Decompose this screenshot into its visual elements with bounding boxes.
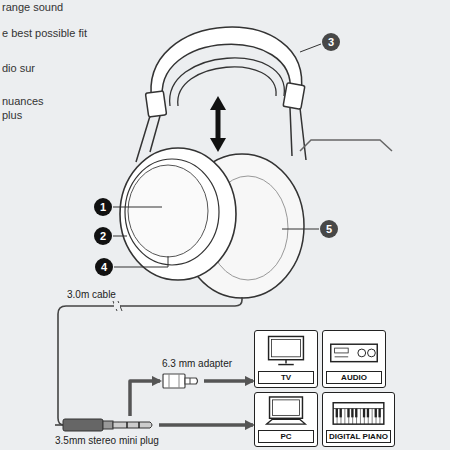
leader-line [113,207,162,208]
adapter: 6.3 mm adapter [162,358,232,390]
callout-number: 3 [322,33,340,51]
device-label: TV [281,373,291,382]
adapter-shape [162,372,200,390]
cut-off-text: e best possible fit [2,27,87,40]
adjust-arrow [210,138,226,152]
callout-number: 1 [94,198,112,216]
device-label-strip: AUDIO [326,371,382,384]
device-label-strip: PC [258,430,314,443]
leader-line [114,256,168,267]
device-label: PC [280,432,291,441]
headband-strap [178,67,276,106]
cut-off-text: nuances [2,95,44,108]
adjust-arrow [216,106,221,142]
adapter-label: 6.3 mm adapter [162,358,232,370]
cut-off-text: plus [2,109,22,122]
cable [58,297,242,425]
device-label-strip: TV [258,371,314,384]
connector-arrow [159,423,253,427]
leader-line [113,236,127,237]
device-label: AUDIO [341,373,367,382]
callout-number: 2 [94,227,112,245]
device-label-strip: DIGITAL PIANO [326,430,391,443]
device-box: PC [254,392,318,447]
headband-strap [170,58,285,106]
cup-ring [125,159,219,265]
plug-shape [55,418,155,432]
device-label: DIGITAL PIANO [329,432,388,441]
ear-cup [120,148,236,280]
cut-off-text: dio sur [2,62,35,75]
connector-arrow [204,379,253,383]
callout-number: 5 [320,220,338,238]
callout-number: 4 [95,258,113,276]
leader-line [282,229,319,230]
device-icon [255,393,317,430]
stereo-plug: 3.5mm stereo mini plug [55,418,159,447]
cut-off-text: range sound [2,1,63,14]
slider [145,91,166,117]
device-icon [255,331,317,371]
device-icon [323,331,385,371]
device-box: AUDIO [322,330,386,388]
device-box: DIGITAL PIANO [322,392,395,447]
cable-break [113,301,122,311]
device-box: TV [254,330,318,388]
yoke [290,108,306,160]
cable-length: 3.0m cable [66,289,117,301]
leader-line [300,44,321,52]
slider [283,83,305,110]
cup-plate [128,165,208,257]
plug-label: 3.5mm stereo mini plug [55,435,159,447]
bracket [300,140,392,151]
connector-arrow [130,381,160,416]
device-icon [323,393,394,430]
cable-break [114,303,120,309]
adjust-arrow [210,96,226,110]
headband [151,27,302,102]
